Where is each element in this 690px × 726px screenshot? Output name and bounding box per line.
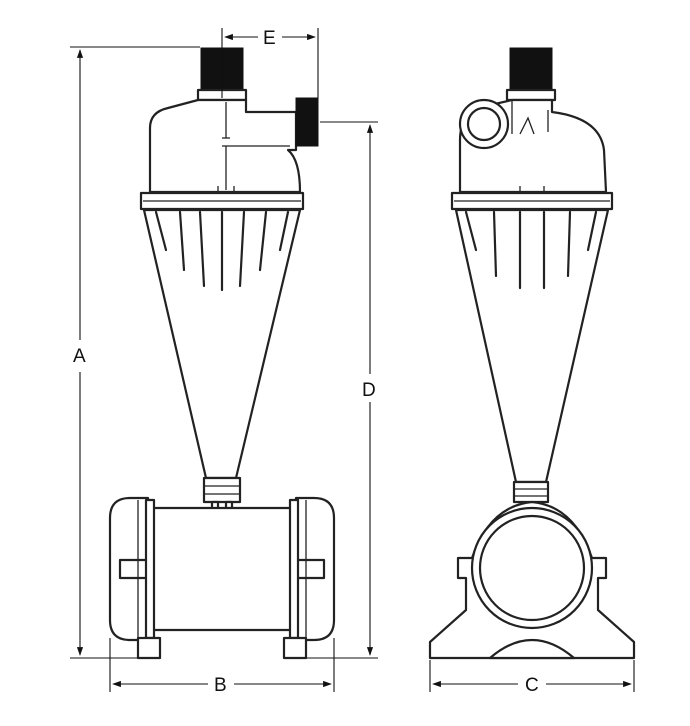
dimension-label-c: C [525,675,539,696]
front-view [428,47,636,660]
front-pipe-inner [478,514,586,622]
dimension-c: C [429,660,635,696]
dimension-label-b: B [214,675,227,696]
dimension-e: E [221,28,319,98]
dimension-d: D [306,121,378,659]
side-cone-collar [202,476,242,504]
dimension-label-e: E [263,28,276,49]
dimension-a: A [70,46,200,659]
front-cone [454,208,610,484]
front-top-outlet-thread [509,47,553,93]
front-cone-ribs [464,210,598,290]
side-pipe-body [150,506,294,632]
dimension-label-d: D [362,380,376,401]
dimension-b: B [109,638,335,696]
dimension-label-a: A [73,346,86,367]
front-cone-collar [512,480,550,504]
side-inlet-thread [295,97,319,147]
side-cone-ribs [154,210,290,292]
front-round-inlet-inner [466,106,502,142]
side-view [108,47,336,660]
